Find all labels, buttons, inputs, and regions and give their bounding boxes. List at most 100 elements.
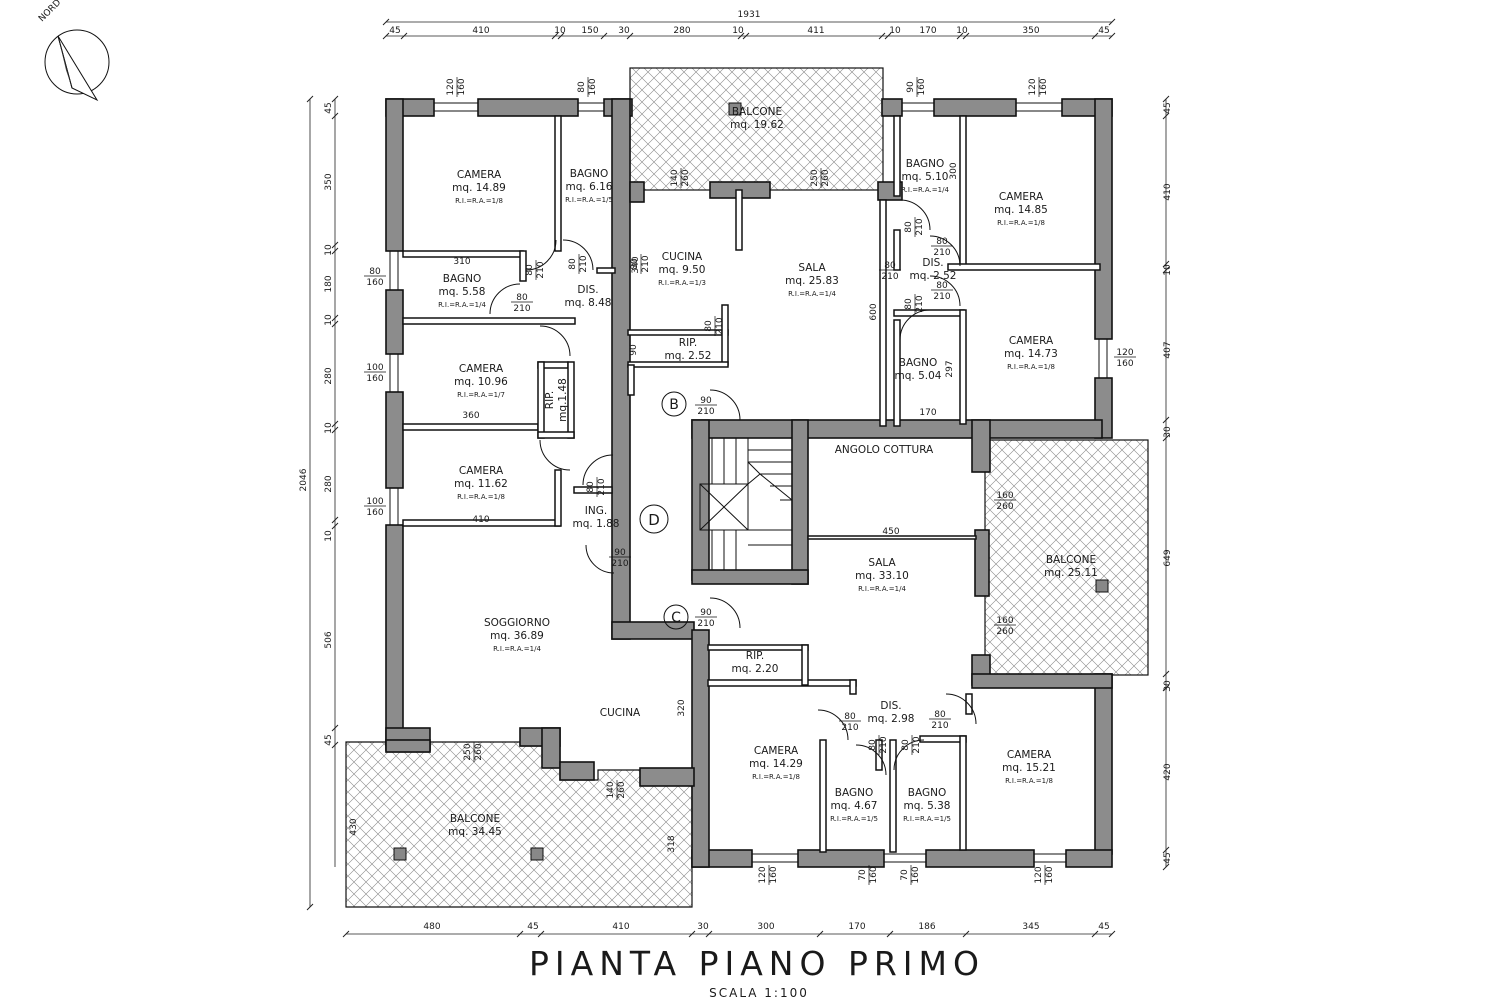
left-dim: 10: [324, 422, 334, 434]
room-name: BALCONE: [732, 106, 782, 118]
room-area: mq. 8.48: [565, 297, 612, 309]
inner-dim-i1: 310: [453, 257, 470, 267]
room-rip-1: RIP.mq. 2.52: [665, 337, 712, 362]
room-area: mq. 2.98: [868, 713, 915, 725]
room-name: ING.: [585, 505, 607, 517]
right-dimensions: 45 410 10 407 30 649 30 420 45: [1163, 102, 1173, 863]
opening-height: 160: [911, 866, 921, 883]
room-ratio: R.I.=R.A.=1/4: [901, 186, 949, 194]
opening-height: 210: [881, 272, 898, 282]
left-total: 2046: [299, 468, 309, 491]
right-dim: 45: [1163, 852, 1173, 863]
room-area: mq. 34.45: [448, 826, 502, 838]
room-ratio: R.I.=R.A.=1/7: [457, 391, 505, 399]
opening-width: 100: [366, 363, 383, 373]
inner-dim-i5: 90: [629, 344, 639, 356]
opening-width: 80: [904, 221, 914, 233]
room-name: DIS.: [880, 700, 901, 712]
plan-title: PIANTA PIANO PRIMO: [529, 944, 985, 983]
room-area: mq. 14.85: [994, 204, 1048, 216]
opening-width: 80: [568, 258, 578, 270]
opening-width: 80: [884, 261, 896, 271]
stairwell: [699, 438, 793, 570]
room-name: SALA: [868, 557, 896, 569]
right-dim: 420: [1163, 763, 1173, 780]
north-arrow-icon: NORD: [37, 0, 110, 102]
room-cucina-2: CUCINA: [600, 707, 641, 719]
opening-width: 70: [900, 869, 910, 881]
opening-width: 140: [670, 169, 680, 186]
opening-height: 160: [869, 866, 879, 883]
inner-dim-i3: 300: [949, 162, 959, 179]
room-name: SALA: [798, 262, 826, 274]
inner-dim-i6: 360: [462, 411, 479, 421]
room-area: mq. 14.73: [1004, 348, 1058, 360]
room-name: CAMERA: [1007, 749, 1052, 761]
room-ratio: R.I.=R.A.=1/4: [788, 290, 836, 298]
room-name: DIS.: [922, 257, 943, 269]
opening-width: 120: [1116, 348, 1133, 358]
top-dim: 45: [1098, 26, 1109, 36]
opening-width: 80: [936, 281, 948, 291]
opening-width: 70: [858, 869, 868, 881]
inner-dim-i13: 318: [667, 835, 677, 852]
room-name: RIP.: [746, 650, 764, 662]
room-ratio: R.I.=R.A.=1/8: [455, 197, 503, 205]
room-ratio: R.I.=R.A.=1/4: [858, 585, 906, 593]
room-ing: ING.mq. 1.88: [573, 505, 620, 530]
top-dim: 10: [732, 26, 744, 36]
door-swings: [489, 199, 977, 776]
left-dimensions: 2046 45 350 10 180 10 280 10 280 10 506 …: [299, 102, 334, 745]
opening-height: 210: [912, 736, 922, 753]
inner-dim-i2: 340: [631, 256, 641, 273]
opening-height: 210: [933, 292, 950, 302]
opening-height: 210: [611, 559, 628, 569]
opening-height: 260: [821, 169, 831, 186]
top-dim: 30: [618, 26, 630, 36]
opening-height: 160: [366, 374, 383, 384]
right-dim: 30: [1163, 680, 1173, 692]
stair-marker-c: C: [671, 610, 681, 626]
dimension-ticks: [306, 18, 1170, 938]
opening-width: 80: [844, 712, 856, 722]
room-ratio: R.I.=R.A.=1/4: [438, 301, 486, 309]
top-dim: 350: [1022, 26, 1039, 36]
room-ratio: R.I.=R.A.=1/5: [565, 196, 613, 204]
top-total: 1931: [738, 10, 761, 20]
room-area: mq. 14.29: [749, 758, 803, 770]
opening-height: 160: [1116, 359, 1133, 369]
plan-scale: SCALA 1:100: [709, 986, 809, 1000]
top-dimensions: 1931 45 410 10 150 30 280 10 411 10 170 …: [389, 10, 1109, 36]
opening-width: 80: [630, 258, 640, 270]
room-dis-1: DIS.mq. 8.48: [565, 284, 612, 309]
opening-height: 260: [617, 781, 627, 798]
left-dim: 180: [324, 275, 334, 292]
right-dim: 410: [1163, 183, 1173, 200]
opening-width: 250: [463, 743, 473, 760]
room-name: CUCINA: [662, 251, 703, 263]
opening-width: 90: [700, 396, 712, 406]
top-dim: 45: [389, 26, 400, 36]
